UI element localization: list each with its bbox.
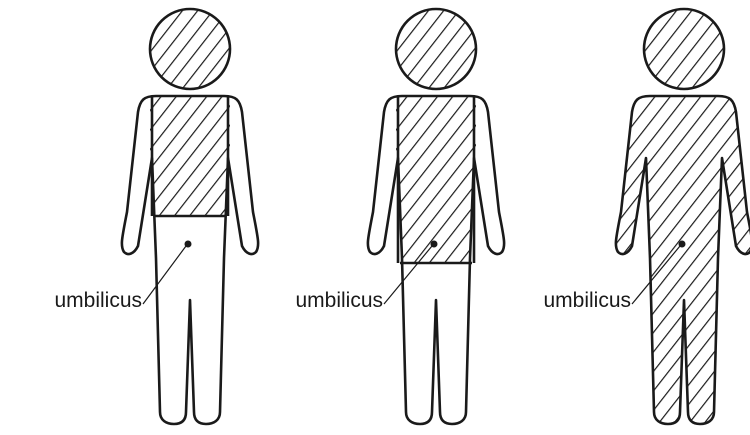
umbilicus-label: umbilicus <box>54 289 142 312</box>
figure-2: umbilicus <box>295 9 504 424</box>
body-shading <box>616 96 750 424</box>
figure-1: umbilicus <box>54 9 258 424</box>
umbilicus-label: umbilicus <box>543 289 631 312</box>
umbilicus-label: umbilicus <box>295 289 383 312</box>
chest-shading <box>150 90 230 216</box>
umbilicus-leader <box>143 246 186 304</box>
figure-3: umbilicus <box>543 9 750 424</box>
trunk-shading <box>396 90 476 263</box>
